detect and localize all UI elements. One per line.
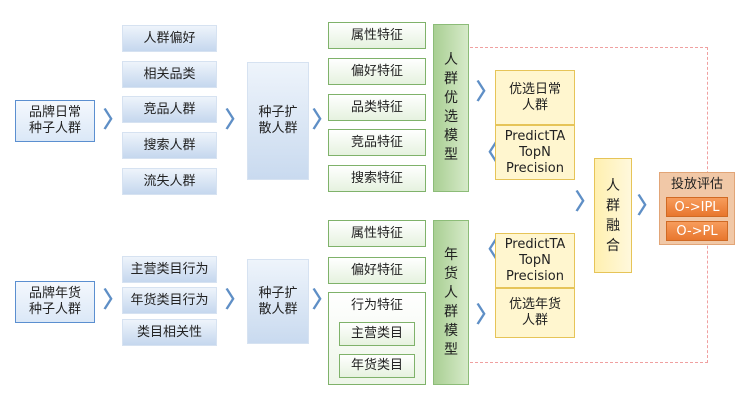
precision-result: PredictTA TopN Precision: [495, 125, 575, 180]
crowd-fusion-box: 人 群 融 合: [594, 158, 632, 273]
model-char: 人: [444, 52, 458, 68]
chevron-right-icon: 〉: [225, 108, 248, 133]
chevron-right-icon: 〉: [225, 288, 248, 313]
model-char: 年: [444, 246, 458, 263]
model-char: 货: [444, 265, 458, 282]
chevron-right-icon: 〉: [103, 108, 126, 133]
newyear-crowd-result: 优选年货 人群: [495, 288, 575, 338]
fusion-char: 群: [606, 197, 620, 214]
crowd-select-model-column: 人 群 优 选 模 型: [433, 24, 469, 192]
model-char: 型: [444, 147, 458, 163]
chevron-right-icon: 〉: [637, 194, 660, 219]
model-char: 群: [444, 71, 458, 87]
evaluation-title: 投放评估: [670, 177, 723, 192]
fusion-char: 合: [606, 237, 620, 254]
newyear-model-column: 年 货 人 群 模 型: [433, 220, 469, 385]
evaluation-panel: 投放评估 O->IPL O->PL: [659, 172, 735, 245]
precision-result: PredictTA TopN Precision: [495, 233, 575, 288]
source-item: 相关品类: [122, 61, 217, 88]
seed-expand-box: 种子扩 散人群: [247, 259, 309, 344]
feature-item: 属性特征: [328, 22, 426, 49]
source-item: 流失人群: [122, 168, 217, 195]
source-item: 类目相关性: [122, 319, 217, 346]
seed-expand-box: 种子扩 散人群: [247, 62, 309, 180]
behavior-feature-group: 行为特征 主营类目 年货类目: [328, 292, 426, 385]
model-char: 模: [444, 128, 458, 144]
chevron-right-icon: 〉: [103, 288, 126, 313]
chevron-down-right-icon: 〉: [575, 190, 598, 215]
model-char: 优: [444, 90, 458, 106]
evaluation-ipl: O->IPL: [666, 197, 728, 217]
feature-item: 搜索特征: [328, 165, 426, 192]
source-item: 年货类目行为: [122, 287, 217, 314]
chevron-left-icon: 〈: [476, 238, 499, 263]
brand-newyear-seed-box: 品牌年货 种子人群: [15, 281, 95, 323]
chevron-right-icon: 〉: [476, 303, 499, 328]
fusion-char: 人: [606, 177, 620, 194]
source-item: 主营类目行为: [122, 256, 217, 283]
brand-daily-seed-box: 品牌日常 种子人群: [15, 100, 95, 142]
chevron-right-icon: 〉: [476, 80, 499, 105]
source-item: 人群偏好: [122, 25, 217, 52]
fusion-char: 融: [606, 217, 620, 234]
feature-item: 属性特征: [328, 220, 426, 247]
model-char: 型: [444, 341, 458, 358]
model-char: 选: [444, 109, 458, 125]
feature-item: 偏好特征: [328, 58, 426, 85]
feature-item: 品类特征: [328, 94, 426, 121]
model-char: 人: [444, 284, 458, 301]
evaluation-pl: O->PL: [666, 221, 728, 241]
chevron-left-icon: 〈: [476, 141, 499, 166]
feature-item: 竞品特征: [328, 129, 426, 156]
model-char: 模: [444, 322, 458, 339]
source-item: 搜索人群: [122, 132, 217, 159]
model-char: 群: [444, 303, 458, 320]
feature-item: 偏好特征: [328, 257, 426, 284]
daily-crowd-result: 优选日常 人群: [495, 70, 575, 125]
behavior-item: 主营类目: [339, 322, 415, 346]
behavior-item: 年货类目: [339, 354, 415, 378]
behavior-feature-label: 行为特征: [350, 298, 403, 313]
source-item: 竞品人群: [122, 96, 217, 123]
